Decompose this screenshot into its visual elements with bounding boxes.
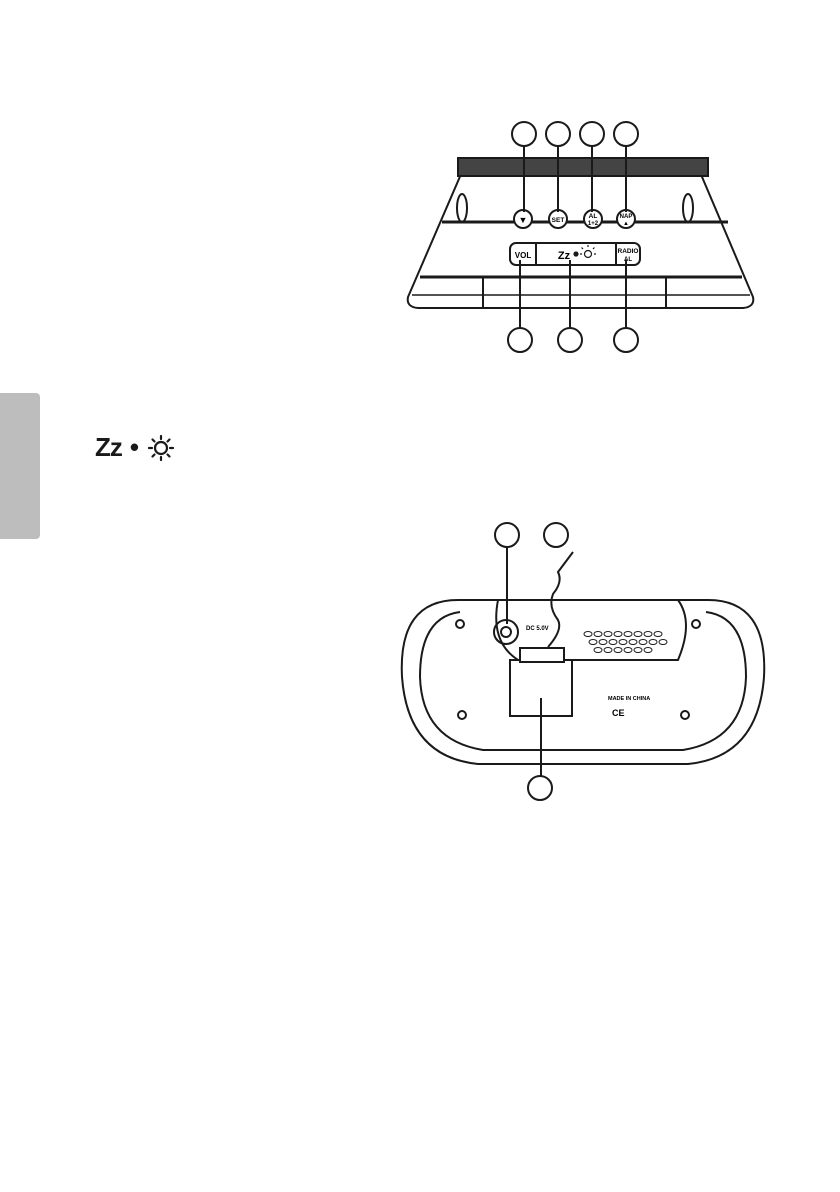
light-bulb-icon <box>146 433 176 463</box>
nap-button-sublabel: ▲ <box>623 221 629 227</box>
dot: • <box>130 432 138 463</box>
snooze-light-label: Zz <box>558 250 571 262</box>
vol-label: VOL <box>515 251 532 260</box>
down-button-label: ▼ <box>519 215 528 225</box>
al-button-label: AL <box>589 213 598 220</box>
chapter-side-tab <box>0 393 40 539</box>
zz-text: Zz <box>95 432 122 463</box>
snooze-light-symbol: Zz • <box>95 432 176 463</box>
radio-sublabel: AL <box>624 257 632 263</box>
nap-button-label: NAP <box>620 214 633 220</box>
al-button-sublabel: 1+2 <box>588 221 599 227</box>
back-view-figure: DC 5.0V MADE IN CHINA CE <box>398 512 768 810</box>
dc-label: DC 5.0V <box>526 626 549 632</box>
set-button-label: SET <box>552 217 565 224</box>
ce-mark: CE <box>612 708 625 718</box>
radio-label: RADIO <box>618 248 639 255</box>
top-view-figure: ▼ SET AL 1+2 NAP ▲ VOL Zz RADIO AL <box>398 112 768 364</box>
made-in-label: MADE IN CHINA <box>608 696 650 702</box>
